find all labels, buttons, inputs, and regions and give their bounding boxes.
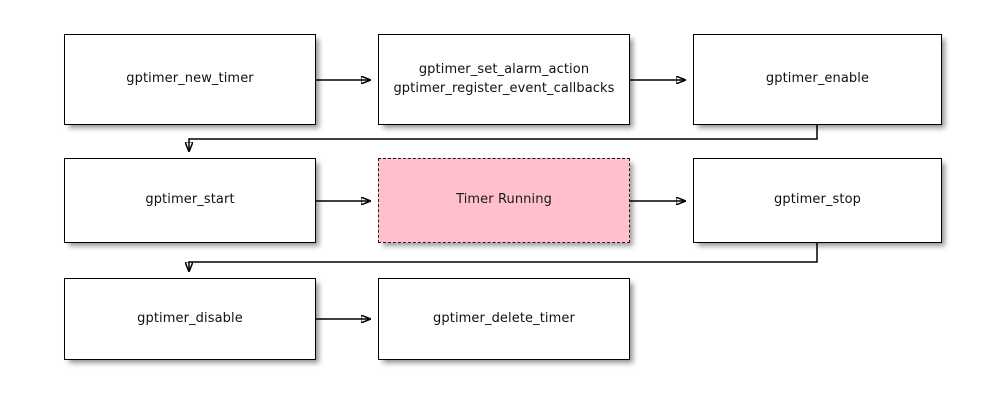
node-label: gptimer_disable <box>137 310 243 326</box>
edge-enable-to-start <box>189 125 818 151</box>
edge-stop-to-disable <box>189 243 818 271</box>
node-label: gptimer_new_timer <box>126 71 254 87</box>
node-label: gptimer_enable <box>765 71 870 87</box>
node-gptimer-set-alarm-action[interactable]: gptimer_set_alarm_action gptimer_registe… <box>378 34 630 125</box>
node-gptimer-stop[interactable]: gptimer_stop <box>693 158 942 243</box>
node-label-line-2: gptimer_register_event_callbacks <box>393 80 615 96</box>
node-label: gptimer_start <box>145 192 235 208</box>
node-timer-running[interactable]: Timer Running <box>378 158 630 243</box>
node-label: Timer Running <box>456 192 552 208</box>
node-gptimer-enable[interactable]: gptimer_enable <box>693 34 942 125</box>
node-label-line-1: gptimer_set_alarm_action <box>418 61 590 77</box>
node-gptimer-delete-timer[interactable]: gptimer_delete_timer <box>378 278 630 360</box>
node-label: gptimer_stop <box>774 192 861 208</box>
node-gptimer-disable[interactable]: gptimer_disable <box>64 278 316 360</box>
node-label: gptimer_delete_timer <box>433 310 575 326</box>
node-gptimer-new-timer[interactable]: gptimer_new_timer <box>64 34 316 125</box>
node-gptimer-start[interactable]: gptimer_start <box>64 158 316 243</box>
